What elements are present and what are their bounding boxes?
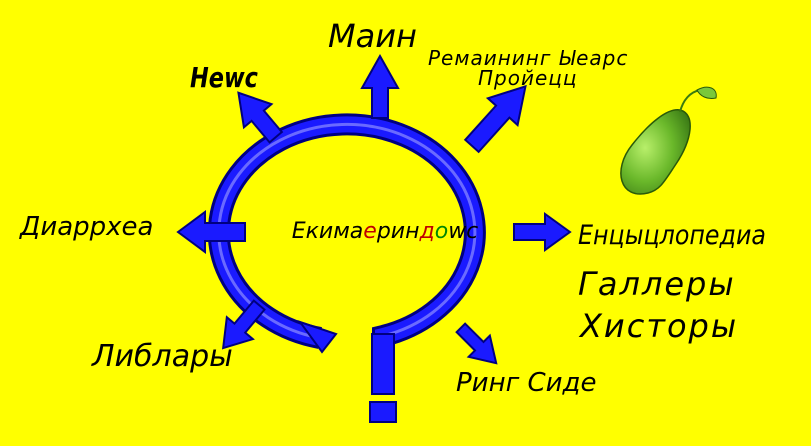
hub-title-part: е (363, 219, 377, 244)
arrow-diarrhea[interactable] (176, 210, 246, 254)
link-news[interactable]: Неwс (190, 61, 258, 94)
arrow-news[interactable] (225, 81, 290, 149)
link-gallery[interactable]: Галлеры (578, 265, 736, 303)
hub-title-part: Екима (291, 219, 364, 244)
hub-title-part: д (419, 219, 435, 244)
arrow-ring-side[interactable] (450, 317, 507, 374)
arrow-encyclopedia[interactable] (513, 212, 572, 252)
link-main[interactable]: Маин (328, 17, 417, 55)
hub-title-part: о (434, 219, 449, 244)
link-encyclopedia[interactable]: Енцыцлопедиа (578, 220, 766, 251)
link-history[interactable]: Хисторы (580, 307, 739, 345)
arrow-project[interactable] (457, 73, 540, 159)
arrow-library[interactable] (210, 294, 272, 359)
link-ring-side[interactable]: Ринг Сиде (456, 368, 597, 398)
link-project[interactable]: Пройецц (478, 66, 578, 90)
cucumber-icon (620, 86, 717, 195)
hub-ring (207, 113, 486, 423)
hub-title-part: wс (448, 219, 479, 244)
link-library[interactable]: Либлары (92, 339, 233, 374)
hub-title[interactable]: Екимаериндоwс (270, 219, 500, 244)
hub-title-part: рин (376, 219, 420, 244)
arrow-main[interactable] (360, 53, 400, 119)
link-remaining-years[interactable]: Ремаининг Ыеарс (428, 46, 629, 70)
link-diarrhea[interactable]: Диаррхеа (20, 212, 154, 242)
